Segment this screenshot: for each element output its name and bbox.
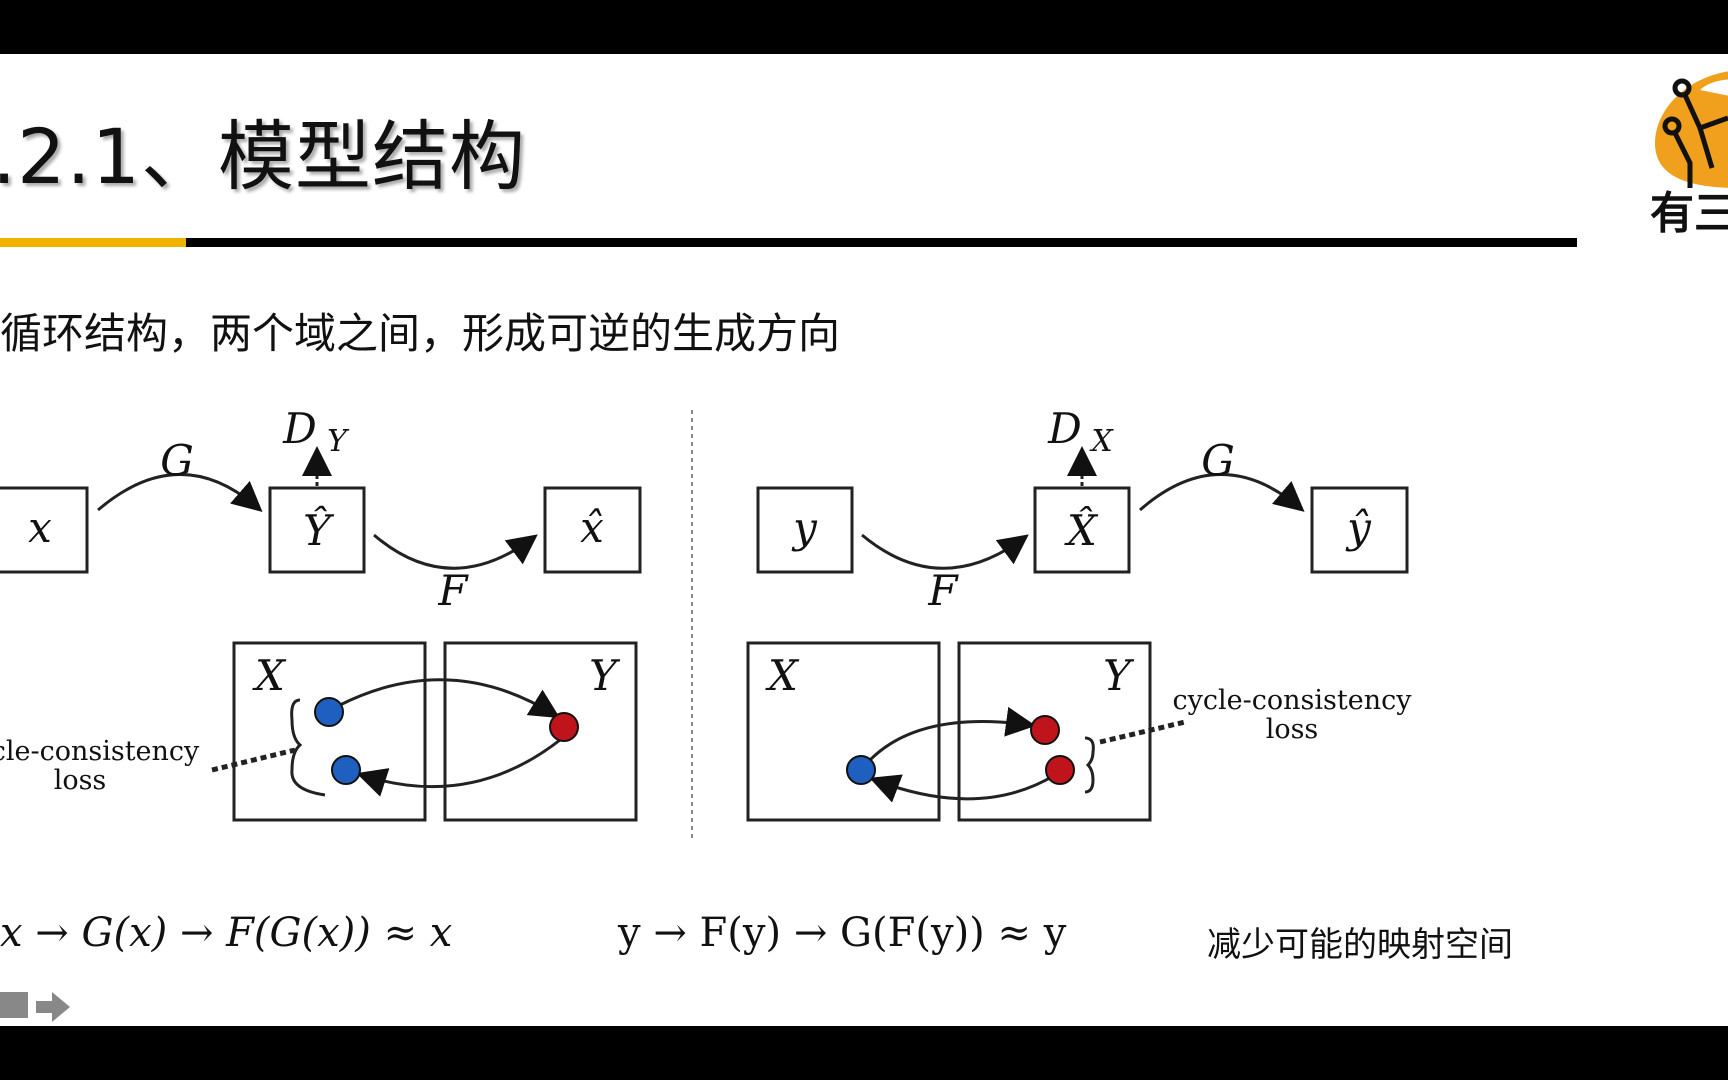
equation-backward-cycle: y → F(y) → G(F(y)) ≈ y bbox=[618, 910, 1067, 956]
right-domain-x: X bbox=[765, 651, 800, 700]
left-box-x: x bbox=[28, 503, 52, 552]
slide-note: 减少可能的映射空间 bbox=[1207, 925, 1513, 965]
left-gen-g: G bbox=[160, 436, 194, 485]
right-gen-g: G bbox=[1201, 436, 1235, 485]
slide-nav bbox=[0, 992, 70, 1022]
right-gen-f: F bbox=[927, 566, 959, 615]
right-domain-y: Y bbox=[1103, 651, 1135, 700]
right-disc: D bbox=[1047, 404, 1082, 453]
left-disc: D bbox=[282, 404, 317, 453]
svg-text:loss: loss bbox=[54, 765, 107, 796]
title-rule bbox=[186, 238, 1577, 247]
left-domain-x: X bbox=[252, 651, 287, 700]
svg-text:有三: 有三 bbox=[1650, 188, 1728, 233]
right-loss-label: cycle-consistency bbox=[1173, 685, 1413, 716]
next-arrow-icon[interactable] bbox=[36, 992, 70, 1022]
left-gen-f: F bbox=[437, 566, 469, 615]
left-box-xhat: x̂ bbox=[580, 503, 604, 552]
title-rule-accent bbox=[0, 238, 186, 247]
svg-text:loss: loss bbox=[1266, 714, 1319, 745]
svg-text:X: X bbox=[1089, 424, 1114, 459]
bottom-letterbox bbox=[0, 1026, 1728, 1080]
slide-title: .2.1、模型结构 bbox=[0, 112, 527, 201]
logo-icon: 有三 bbox=[1650, 71, 1728, 233]
left-box-yhat: Ŷ bbox=[303, 505, 335, 555]
right-box-yhat: ŷ bbox=[1345, 503, 1372, 552]
top-letterbox bbox=[0, 0, 1728, 54]
right-box-xhat: X̂ bbox=[1064, 504, 1099, 555]
equation-forward-cycle: x → G(x) → F(G(x)) ≈ x bbox=[0, 910, 453, 956]
slide-subtitle: 循环结构，两个域之间，形成可逆的生成方向 bbox=[0, 309, 841, 358]
left-loss-label: cle-consistency bbox=[0, 736, 200, 767]
left-domain-y: Y bbox=[589, 651, 621, 700]
svg-text:Y: Y bbox=[327, 424, 350, 459]
cyclegan-diagram: x Ŷ x̂ G F D Y X Y y X̂ ŷ G F D X X Y cl… bbox=[0, 404, 1413, 840]
notes-icon[interactable] bbox=[0, 992, 28, 1018]
right-box-y: y bbox=[791, 503, 818, 552]
